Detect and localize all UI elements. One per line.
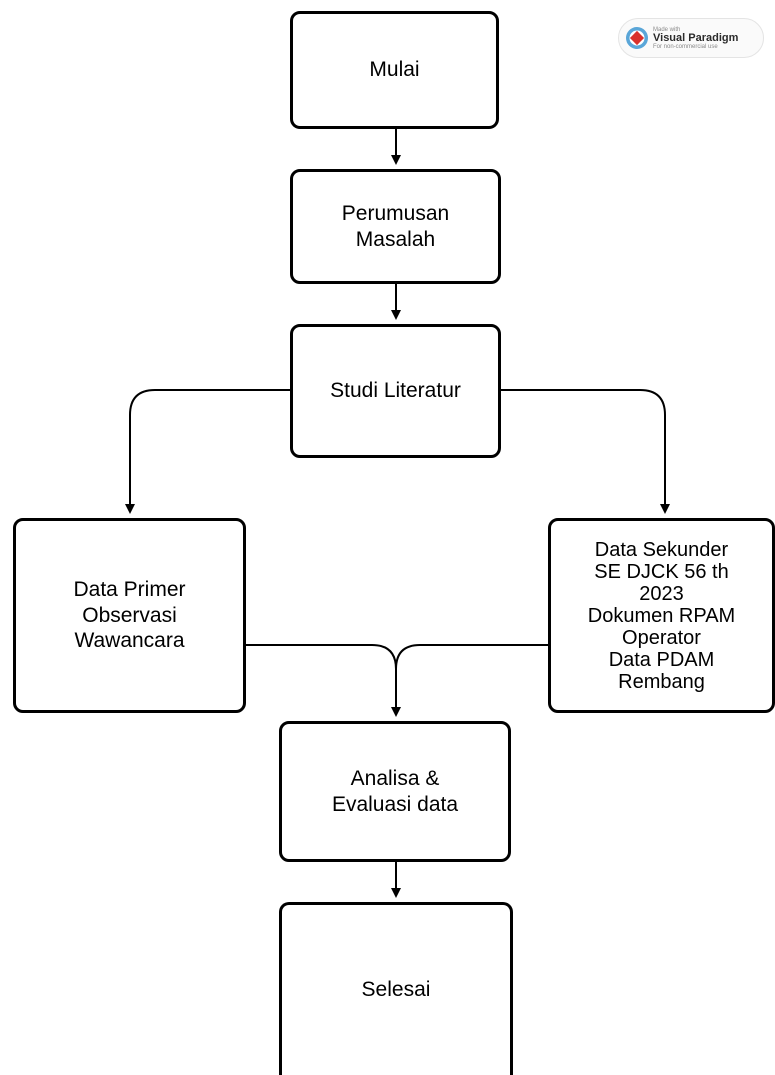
- node-problem-label: Perumusan Masalah: [342, 201, 449, 252]
- node-primary-label: Data Primer Observasi Wawancara: [73, 577, 185, 654]
- node-text-line: Observasi: [82, 603, 177, 627]
- watermark-badge: Made with Visual Paradigm For non-commer…: [618, 18, 764, 58]
- node-text-line: Wawancara: [74, 629, 185, 653]
- node-text-line: Rembang: [618, 670, 705, 693]
- watermark-brand: Visual Paradigm: [653, 31, 739, 44]
- node-text-line: Mulai: [369, 58, 420, 82]
- edge-secondary-to-analysis: [395, 644, 548, 670]
- node-text-line: 2023: [639, 582, 684, 605]
- node-analysis-label: Analisa & Evaluasi data: [332, 766, 458, 817]
- watermark-usage-note: For non-commercial use: [653, 43, 718, 50]
- node-analysis[interactable]: Analisa & Evaluasi data: [279, 721, 511, 862]
- node-text-line: Masalah: [355, 227, 436, 251]
- watermark-text: Made with Visual Paradigm For non-commer…: [653, 27, 738, 50]
- node-text-line: Analisa &: [350, 766, 440, 790]
- node-literature-study[interactable]: Studi Literatur: [290, 324, 501, 458]
- node-problem-formulation[interactable]: Perumusan Masalah: [290, 169, 501, 284]
- node-end-label: Selesai: [362, 977, 431, 1003]
- edge-literature-to-secondary: [501, 389, 670, 514]
- node-text-line: SE DJCK 56 th: [594, 560, 729, 583]
- edge-literature-to-primary: [125, 389, 290, 514]
- node-text-line: Operator: [622, 626, 701, 649]
- node-literature-label: Studi Literatur: [330, 378, 461, 404]
- node-start[interactable]: Mulai: [290, 11, 499, 129]
- node-secondary-label: Data Sekunder SE DJCK 56 th 2023 Dokumen…: [588, 539, 735, 693]
- node-primary-data[interactable]: Data Primer Observasi Wawancara: [13, 518, 246, 713]
- node-text-line: Data PDAM: [608, 648, 715, 671]
- node-start-label: Mulai: [369, 57, 419, 83]
- edge-primary-to-analysis: [246, 644, 401, 717]
- node-text-line: Dokumen RPAM: [587, 604, 736, 627]
- node-text-line: Evaluasi data: [331, 792, 459, 816]
- node-text-line: Data Primer: [73, 578, 186, 602]
- node-secondary-data[interactable]: Data Sekunder SE DJCK 56 th 2023 Dokumen…: [548, 518, 775, 713]
- node-text-line: Studi Literatur: [330, 379, 461, 403]
- watermark-made-with: Made with: [653, 26, 681, 33]
- node-text-line: Perumusan: [341, 201, 450, 225]
- visual-paradigm-logo-icon: [626, 27, 648, 49]
- node-end[interactable]: Selesai: [279, 902, 513, 1075]
- node-text-line: Selesai: [361, 978, 431, 1002]
- node-text-line: Data Sekunder: [594, 538, 729, 561]
